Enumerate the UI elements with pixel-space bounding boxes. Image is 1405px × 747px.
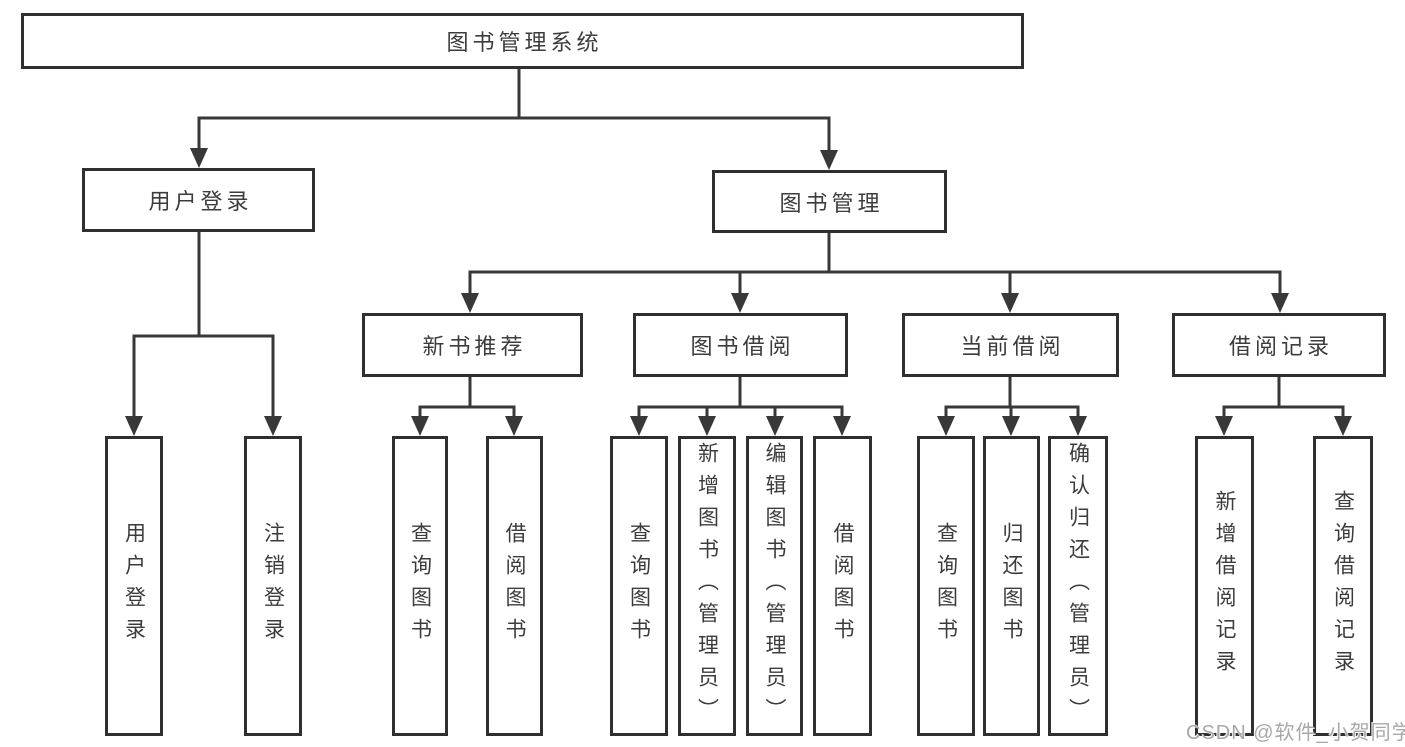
node-borrowing-add-books-admin: 新增图书（管理员） [678,436,736,736]
node-label: 图书管理系统 [446,30,603,55]
node-label: 归还图书 [1000,522,1023,650]
node-label: 查询图书 [627,522,651,650]
node-book-borrowing: 图书借阅 [633,313,848,377]
node-label: 借阅记录 [1228,334,1333,359]
node-label: 新增借阅记录 [1213,490,1236,682]
node-current-return-books: 归还图书 [983,436,1040,736]
node-label: 用户登录 [122,522,146,650]
node-label: 当前借阅 [960,334,1065,359]
node-borrowing-records: 借阅记录 [1172,313,1386,377]
node-records-query-borrow-record: 查询借阅记录 [1313,436,1373,736]
node-leaf-logout: 注销登录 [244,436,302,736]
node-label: 新增图书（管理员） [695,442,719,730]
node-label: 查询图书 [408,522,432,650]
node-label: 图书借阅 [690,334,795,359]
node-new-book-recommendation: 新书推荐 [362,313,583,377]
connector-segments [132,69,1345,421]
node-records-add-borrow-record: 新增借阅记录 [1195,436,1254,736]
node-current-query-books: 查询图书 [917,436,975,736]
node-current-borrowing: 当前借阅 [902,313,1119,377]
node-label: 借阅图书 [831,522,854,650]
node-leaf-user-login: 用户登录 [105,436,163,736]
node-label: 注销登录 [261,522,285,650]
node-recommend-query-books: 查询图书 [392,436,448,736]
node-current-confirm-return-admin: 确认归还（管理员） [1048,436,1108,736]
node-label: 借阅图书 [503,522,526,650]
node-label: 图书管理 [779,190,884,216]
node-user-login: 用户登录 [82,168,315,232]
node-borrowing-edit-books-admin: 编辑图书（管理员） [746,436,803,736]
node-borrowing-query-books: 查询图书 [610,436,668,736]
node-root-library-management-system: 图书管理系统 [21,13,1024,69]
node-borrowing-borrow-books: 借阅图书 [813,436,872,736]
node-label: 用户登录 [148,189,253,214]
node-label: 编辑图书（管理员） [763,442,786,730]
node-label: 查询图书 [934,522,958,650]
node-recommend-borrow-books: 借阅图书 [486,436,543,736]
node-book-management: 图书管理 [712,170,947,233]
node-label: 新书推荐 [422,334,527,359]
node-label: 确认归还（管理员） [1066,442,1090,730]
csdn-watermark: CSDN @软件_小贺同学 [1186,722,1405,744]
node-label: 查询借阅记录 [1331,490,1355,682]
